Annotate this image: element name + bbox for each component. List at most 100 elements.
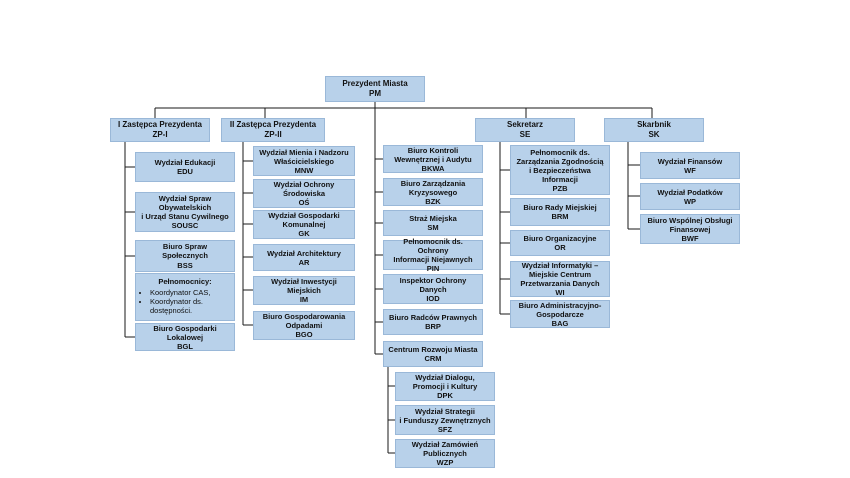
box-wzp: Wydział Zamówień Publicznych WZP [395,439,495,468]
box-name: Pełnomocnik ds. Ochrony Informacji Nieja… [393,237,473,264]
box-name: Sekretarz [506,120,544,129]
box-abbr: BZK [425,196,441,206]
box-edu: Wydział Edukacji EDU [135,152,235,182]
box-name: Wydział Spraw Obywatelskich i Urząd Stan… [141,194,229,221]
box-name: Wydział Edukacji [154,158,216,167]
box-name: Biuro Spraw Społecznych [162,242,208,261]
box-bgo: Biuro Gospodarowania Odpadami BGO [253,311,355,340]
box-wi: Wydział Informatyki – Miejskie Centrum P… [510,261,610,297]
box-name: Prezydent Miasta [342,79,408,88]
box-ar: Wydział Architektury AR [253,244,355,271]
box-or: Biuro Organizacyjne OR [510,230,610,256]
box-name: Skarbnik [637,120,671,129]
box-abbr: DPK [437,391,453,400]
box-abbr: BAG [551,318,569,328]
box-abbr: WF [684,165,696,175]
box-wp: Wydział Podatków WP [640,183,740,210]
plenipotentiaries-box: Pełnomocnicy: Koordynator CAS, Koordynat… [135,273,235,321]
box-abbr: IOD [426,293,440,303]
box-name: Straż Miejska [409,214,457,223]
box-pin: Pełnomocnik ds. Ochrony Informacji Nieja… [383,237,483,273]
box-abbr: PIN [426,264,440,273]
box-brp: Biuro Radców Prawnych BRP [383,309,483,335]
box-abbr: SE [519,130,531,139]
box-abbr: CRM [424,354,442,363]
box-name: Wydział Zamówień Publicznych [411,440,479,458]
box-name: Biuro Zarządzania Kryzysowego [400,178,466,197]
box-name: Biuro Gospodarowania Odpadami [262,312,346,330]
box-name: I Zastępca Prezydenta [117,120,203,129]
box-abbr: BWF [681,233,699,243]
box-abbr: BRP [425,322,441,331]
box-name: Centrum Rozwoju Miasta [388,345,478,354]
box-abbr: AR [298,257,310,267]
box-abbr: EDU [177,167,193,176]
box-name: Pełnomocnik ds. Zarządzania Zgodnością i… [516,147,604,184]
box-name: Wydział Mienia i Nadzoru Właścicielskieg… [259,147,349,166]
box-name: Biuro Radców Prawnych [389,313,477,322]
box-abbr: MNW [294,165,314,175]
box-sm: Straż Miejska SM [383,210,483,236]
box-crm: Centrum Rozwoju Miasta CRM [383,341,483,367]
box-sekretarz: Sekretarz SE [475,118,575,142]
box-os: Wydział Ochrony Środowiska OŚ [253,179,355,208]
box-abbr: SK [648,130,660,139]
box-abbr: ZP-I [152,130,168,139]
box-name: Biuro Kontroli Wewnętrznej i Audytu [394,145,472,164]
box-name: Biuro Gospodarki Lokalowej [153,323,217,342]
box-zp1: I Zastępca Prezydenta ZP-I [110,118,210,142]
box-zp2: II Zastępca Prezydenta ZP-II [221,118,325,142]
box-abbr: WI [555,288,565,297]
plenipotentiary-item: Koordynator ds. dostępności. [150,297,230,315]
box-abbr: IM [299,295,309,304]
box-im: Wydział Inwestycji Miejskich IM [253,276,355,305]
box-abbr: OR [554,243,566,252]
box-name: Biuro Administracyjno- Gospodarcze [518,300,602,319]
box-name: Wydział Architektury [267,248,341,258]
box-bzk: Biuro Zarządzania Kryzysowego BZK [383,178,483,206]
box-abbr: SOUSC [171,221,199,230]
box-name: Biuro Wspólnej Obsługi Finansowej [647,215,733,234]
box-abbr: PZB [552,183,568,193]
plenipotentiaries-list: Koordynator CAS, Koordynator ds. dostępn… [140,288,230,315]
box-name: Wydział Dialogu, Promocji i Kultury [412,373,478,391]
box-sfz: Wydział Strategii i Funduszy Zewnętrznyc… [395,405,495,435]
box-brm: Biuro Rady Miejskiej BRM [510,198,610,226]
box-abbr: WZP [436,458,454,467]
box-iod: Inspektor Ochrony Danych IOD [383,274,483,304]
box-prezydent: Prezydent Miasta PM [325,76,425,102]
box-name: Wydział Informatyki – Miejskie Centrum P… [520,261,600,288]
plenipotentiaries-title: Pełnomocnicy: [158,277,212,286]
box-bwf: Biuro Wspólnej Obsługi Finansowej BWF [640,214,740,244]
box-abbr: SFZ [437,424,453,434]
box-abbr: BKWA [421,163,445,173]
box-skarbnik: Skarbnik SK [604,118,704,142]
box-bkwa: Biuro Kontroli Wewnętrznej i Audytu BKWA [383,145,483,173]
box-bgl: Biuro Gospodarki Lokalowej BGL [135,323,235,351]
box-name: Biuro Organizacyjne [523,234,597,243]
box-wf: Wydział Finansów WF [640,152,740,179]
box-name: Biuro Rady Miejskiej [523,203,597,212]
box-name: Wydział Ochrony Środowiska [273,180,335,198]
box-mnw: Wydział Mienia i Nadzoru Właścicielskieg… [253,146,355,176]
box-name: Inspektor Ochrony Danych [399,275,467,294]
box-bss: Biuro Spraw Społecznych BSS [135,240,235,272]
box-abbr: BGL [177,341,193,351]
box-gk: Wydział Gospodarki Komunalnej GK [253,210,355,239]
box-abbr: BGO [295,330,313,339]
box-abbr: OŚ [298,198,310,207]
box-abbr: BSS [177,260,193,270]
box-name: Wydział Podatków [657,187,723,197]
box-name: Wydział Finansów [657,156,723,166]
box-bag: Biuro Administracyjno- Gospodarcze BAG [510,300,610,328]
box-abbr: GK [298,229,310,238]
box-name: Wydział Inwestycji Miejskich [271,277,337,295]
box-abbr: ZP-II [264,130,282,139]
box-pzb: Pełnomocnik ds. Zarządzania Zgodnością i… [510,145,610,195]
box-name: Wydział Gospodarki Komunalnej [268,211,340,229]
box-abbr: PM [369,89,381,98]
plenipotentiary-item: Koordynator CAS, [150,288,230,297]
box-name: Wydział Strategii i Funduszy Zewnętrznyc… [399,406,491,425]
